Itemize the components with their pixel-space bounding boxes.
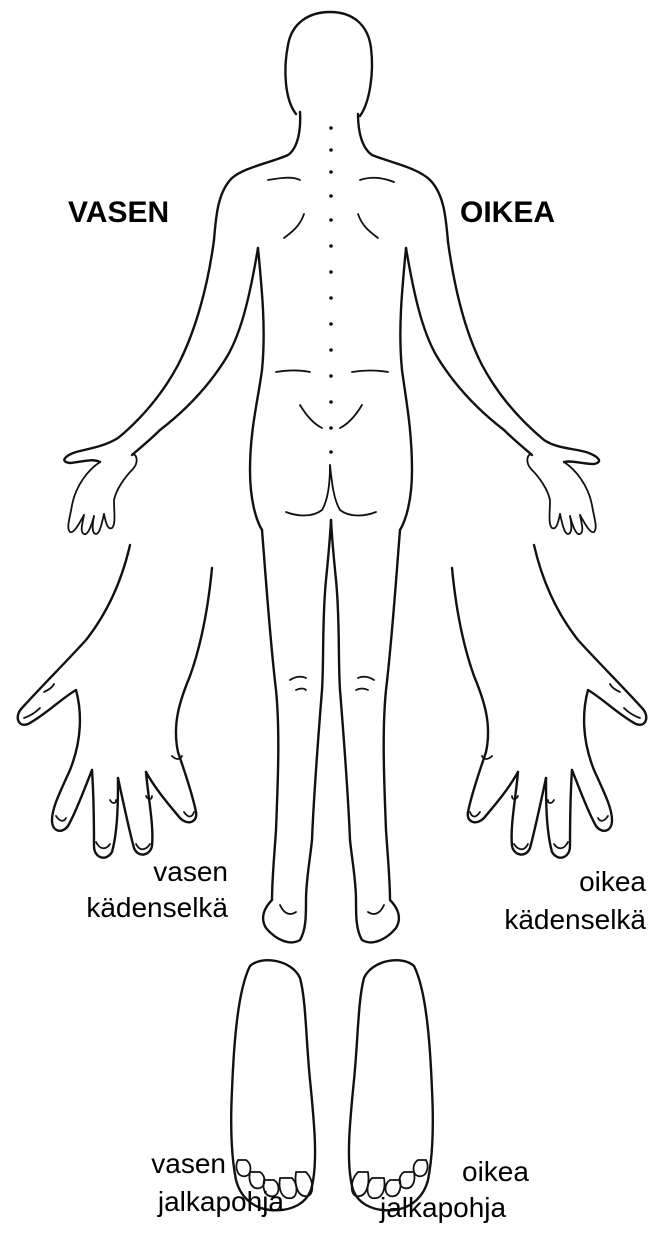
right-hand-label-line1: oikea xyxy=(530,866,646,898)
right-hand-label-line2: kädenselkä xyxy=(454,904,646,936)
left-hand-label-line2: kädenselkä xyxy=(80,892,228,924)
right-hand-back-icon xyxy=(452,545,646,858)
right-foot-label-line1: oikea xyxy=(462,1156,578,1188)
right-foot-sole-icon xyxy=(349,960,433,1210)
left-foot-label-line1: vasen xyxy=(100,1148,226,1180)
left-side-label: VASEN xyxy=(68,196,169,231)
spine-dots xyxy=(329,126,333,454)
left-hand-back-icon xyxy=(18,545,212,858)
left-foot-sole-icon xyxy=(231,960,315,1210)
right-foot-label-line2: jalkapohja xyxy=(380,1192,580,1224)
left-hand-label-line1: vasen xyxy=(112,856,228,888)
left-foot-label-line2: jalkapohja xyxy=(96,1186,284,1218)
right-side-label: OIKEA xyxy=(460,196,555,231)
